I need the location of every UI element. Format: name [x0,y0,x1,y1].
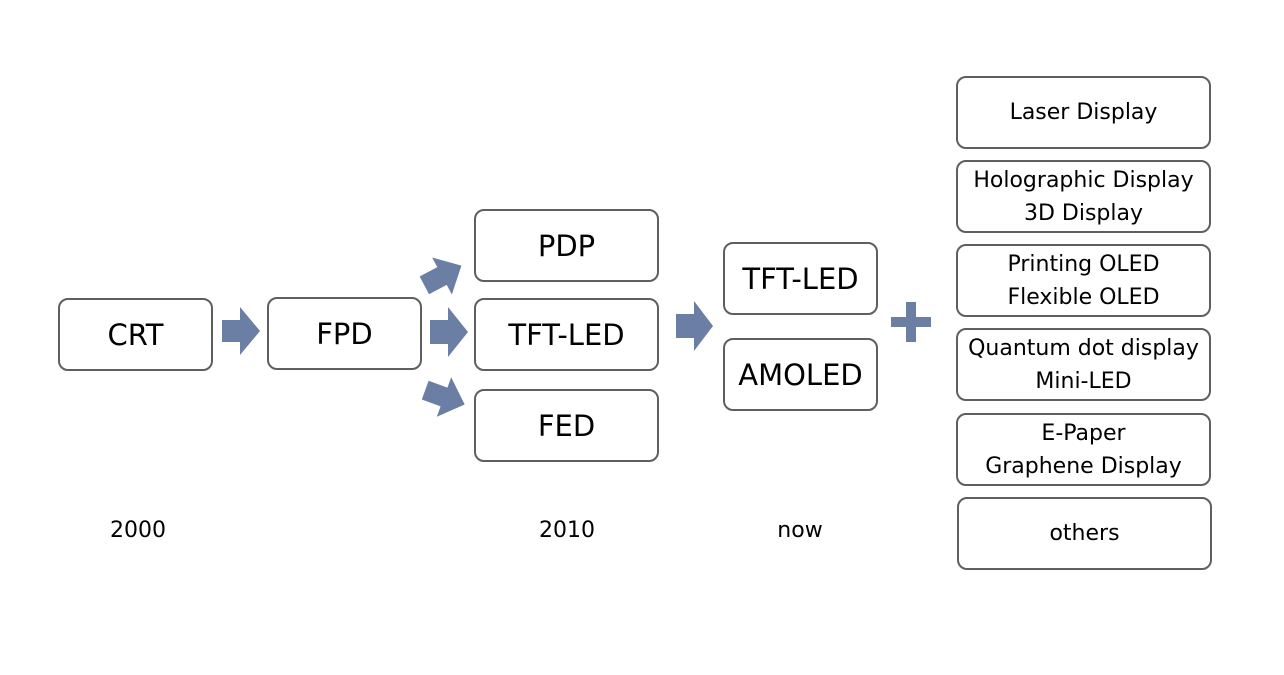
pdp-label: PDP [537,228,596,263]
future-line: Printing OLED [1007,251,1160,277]
fed-box: FED [474,389,659,462]
fpd-box: FPD [267,297,422,370]
future-box-others: others [957,497,1212,570]
future-line: Laser Display [1009,100,1158,125]
future-line: 3D Display [1023,200,1144,226]
future-line: E-Paper [1041,420,1126,446]
future-line: Quantum dot display [968,335,1199,361]
arrow-up-right-icon [419,257,462,295]
plus-icon [891,302,931,342]
arrow-right-icon [676,301,713,351]
future-box-laser: Laser Display [956,76,1211,149]
future-box-printing-oled: Printing OLED Flexible OLED [956,244,1211,317]
amoled-label: AMOLED [738,357,863,392]
future-box-holographic: Holographic Display 3D Display [956,160,1211,233]
arrow-right-icon [222,307,260,355]
tft-led-label-2010: TFT-LED [508,317,625,352]
year-2000-label: 2000 [110,518,166,543]
arrow-down-right-icon [421,377,465,417]
future-box-epaper: E-Paper Graphene Display [956,413,1211,486]
fed-label: FED [537,408,596,443]
arrow-right-icon [430,307,468,357]
year-2010-label: 2010 [539,518,595,543]
future-line: others [1049,521,1120,546]
tft-led-label-now: TFT-LED [742,261,859,296]
future-line: Graphene Display [985,453,1182,479]
tft-led-box-now: TFT-LED [723,242,878,315]
tft-led-box-2010: TFT-LED [474,298,659,371]
fpd-label: FPD [316,316,373,351]
future-box-quantum-dot: Quantum dot display Mini-LED [956,328,1211,401]
crt-label: CRT [107,317,164,352]
pdp-box: PDP [474,209,659,282]
future-line: Flexible OLED [1007,284,1160,310]
future-line: Mini-LED [1035,368,1132,394]
crt-box: CRT [58,298,213,371]
amoled-box: AMOLED [723,338,878,411]
future-line: Holographic Display [973,167,1194,193]
year-now-label: now [777,518,823,543]
